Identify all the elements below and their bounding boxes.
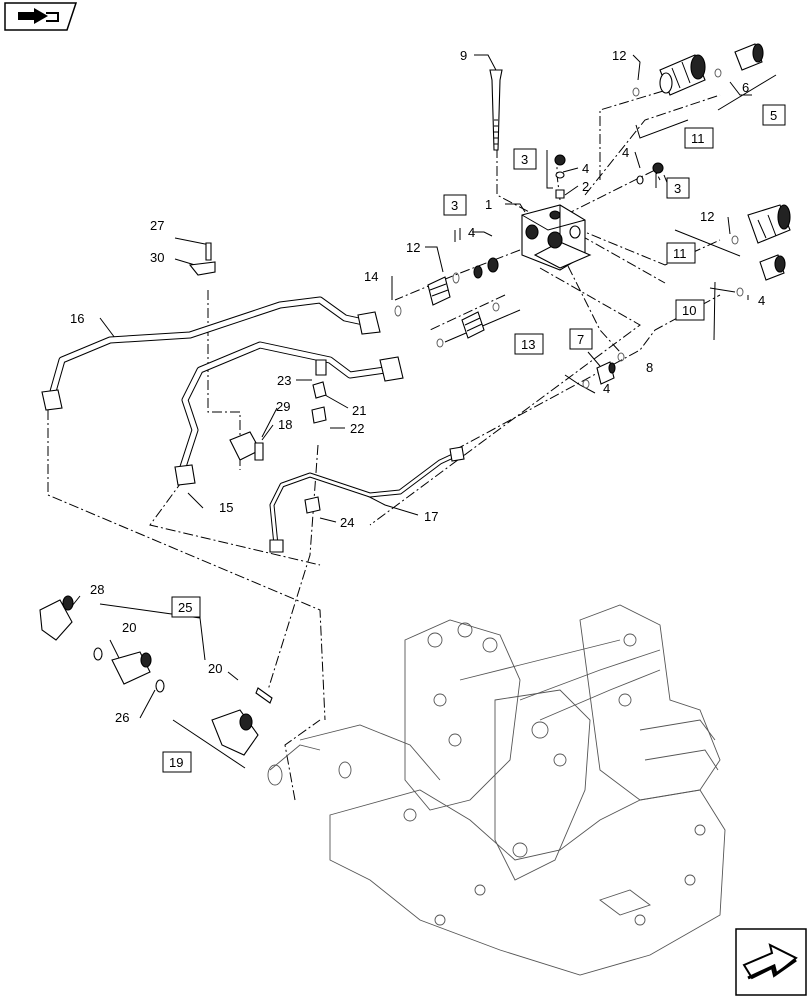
callout-28: 28: [90, 582, 104, 597]
fitting-row: [394, 257, 500, 348]
pipe-16: [41, 296, 381, 411]
ref-box-3-right: 3: [666, 177, 690, 199]
seal-20: [255, 687, 273, 704]
ref-box-7: 7: [569, 328, 593, 350]
callout-4-lower-right: 4: [758, 293, 765, 308]
svg-text:10: 10: [682, 303, 696, 318]
ref-box-3-top: 3: [513, 148, 537, 170]
leader-lines: [71, 54, 777, 769]
callout-24: 24: [340, 515, 354, 530]
callout-2: 2: [582, 179, 589, 194]
svg-text:3: 3: [674, 181, 681, 196]
callout-20-right: 20: [208, 661, 222, 676]
boxed-references: 3 3 3 5 11 11 10 13: [162, 104, 786, 773]
callout-6: 6: [742, 80, 749, 95]
ref-box-11-top: 11: [684, 127, 714, 149]
svg-text:7: 7: [577, 332, 584, 347]
svg-text:19: 19: [169, 755, 183, 770]
callout-4-item7: 4: [603, 381, 610, 396]
coupler-cap-right: [736, 254, 786, 297]
callout-16: 16: [70, 311, 84, 326]
elbow-fitting-19: [211, 709, 259, 756]
connection-lines: [47, 79, 721, 801]
ref-box-19: 19: [162, 751, 192, 773]
callout-4-plug: 4: [582, 161, 589, 176]
svg-text:13: 13: [521, 337, 535, 352]
ref-box-5: 5: [762, 104, 786, 126]
callout-27: 27: [150, 218, 164, 233]
elbow-fitting-28: [39, 595, 74, 641]
callout-labels: 9 1 2 4 4 4 4 4 6 8 12 12 12 14 16 15 17…: [70, 48, 765, 725]
valve-block: [521, 204, 592, 271]
svg-text:11: 11: [691, 131, 705, 146]
pipe-15: [174, 341, 404, 486]
mounting-bolt: [489, 69, 503, 151]
callout-23: 23: [277, 373, 291, 388]
next-page-arrow-icon[interactable]: [735, 928, 807, 996]
callout-22: 22: [350, 421, 364, 436]
book-arrow-icon[interactable]: [4, 2, 78, 31]
callout-8: 8: [646, 360, 653, 375]
svg-text:3: 3: [451, 198, 458, 213]
fitting-item7: [582, 352, 625, 389]
ref-box-13: 13: [514, 333, 544, 355]
ref-box-3-left: 3: [443, 194, 467, 216]
o-ring-20: [93, 647, 103, 661]
svg-text:25: 25: [178, 600, 192, 615]
callout-29: 29: [276, 399, 290, 414]
quick-coupler-top: [632, 54, 706, 97]
clamp-hardware: [188, 242, 327, 514]
callout-12-right: 12: [700, 209, 714, 224]
ref-box-25: 25: [171, 596, 201, 618]
callout-26: 26: [115, 710, 129, 725]
o-ring-26: [155, 679, 165, 693]
callout-21: 21: [352, 403, 366, 418]
callout-4-block: 4: [468, 225, 475, 240]
quick-coupler-right: [731, 204, 791, 245]
ref-box-10: 10: [675, 299, 705, 321]
svg-text:3: 3: [521, 152, 528, 167]
plug-small-parts: [554, 154, 664, 199]
callout-30: 30: [150, 250, 164, 265]
valve-assembly-background: [267, 604, 726, 976]
callout-20-left: 20: [122, 620, 136, 635]
adapter-fitting: [111, 651, 152, 685]
callout-1: 1: [485, 197, 492, 212]
svg-text:5: 5: [770, 108, 777, 123]
coupler-cap-top: [714, 43, 764, 78]
callout-14: 14: [364, 269, 378, 284]
callout-12-middle: 12: [406, 240, 420, 255]
callout-18: 18: [278, 417, 292, 432]
callout-4-right: 4: [622, 145, 629, 160]
callout-17: 17: [424, 509, 438, 524]
pipe-17: [269, 446, 465, 553]
callout-15: 15: [219, 500, 233, 515]
svg-text:11: 11: [673, 246, 687, 261]
callout-12-top: 12: [612, 48, 626, 63]
ref-box-11-right: 11: [666, 242, 696, 264]
callout-9: 9: [460, 48, 467, 63]
